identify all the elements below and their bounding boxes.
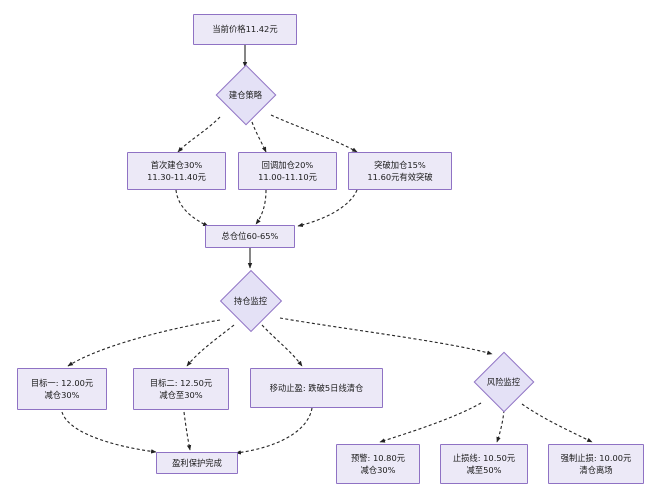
edge-entry-strategy-to-pullback-add: [251, 121, 267, 153]
node-profit-protected-label: 盈利保护完成: [172, 457, 222, 468]
node-target-two[interactable]: 目标二: 12.50元 减仓至30%: [133, 368, 229, 410]
edge-first-entry-to-total-position: [175, 189, 209, 227]
node-first-entry-line1: 首次建仓30%: [150, 159, 203, 170]
edge-risk-monitor-to-forced-stop: [521, 403, 593, 443]
node-forced-stop[interactable]: 强制止损: 10.00元 清仓离场: [548, 444, 644, 484]
node-stop-loss-line-line2: 减至50%: [466, 465, 502, 475]
node-pullback-add-line2: 11.00-11.10元: [258, 172, 317, 182]
edge-risk-monitor-to-warning-level: [379, 402, 482, 443]
node-forced-stop-line2: 清仓离场: [579, 465, 613, 475]
node-first-entry-line2: 11.30-11.40元: [147, 172, 206, 182]
node-profit-protected[interactable]: 盈利保护完成: [156, 452, 238, 474]
node-entry-strategy-label: 建仓策略: [228, 89, 263, 100]
node-risk-monitor[interactable]: 风险监控: [466, 351, 541, 413]
edge-entry-strategy-to-first-entry: [177, 116, 221, 153]
node-holding-monitor[interactable]: 持仓监控: [213, 269, 288, 333]
edge-target-one-to-profit-protected: [61, 411, 157, 454]
edge-trailing-stop-to-profit-protected: [235, 407, 313, 455]
node-target-one-line2: 减仓30%: [44, 390, 80, 400]
node-target-two-line2: 减仓至30%: [159, 390, 203, 400]
edge-holding-monitor-to-risk-monitor: [279, 317, 493, 355]
edge-breakout-add-to-total-position: [297, 189, 358, 228]
edge-pullback-add-to-total-position: [255, 189, 267, 225]
edge-entry-strategy-to-breakout-add: [270, 114, 358, 153]
node-current-price[interactable]: 当前价格11.42元: [193, 14, 297, 45]
node-risk-monitor-label: 风险监控: [486, 376, 521, 387]
node-breakout-add[interactable]: 突破加仓15% 11.60元有效突破: [348, 152, 452, 190]
node-target-two-line1: 目标二: 12.50元: [149, 377, 213, 388]
node-trailing-stop-label: 移动止盈: 跌破5日线清仓: [269, 382, 364, 393]
node-stop-loss-line-line1: 止损线: 10.50元: [452, 452, 516, 463]
node-first-entry[interactable]: 首次建仓30% 11.30-11.40元: [127, 152, 226, 190]
node-stop-loss-line[interactable]: 止损线: 10.50元 减至50%: [440, 444, 528, 484]
edge-holding-monitor-to-target-two: [186, 324, 235, 367]
node-warning-level[interactable]: 预警: 10.80元 减仓30%: [336, 444, 420, 484]
edge-holding-monitor-to-trailing-stop: [261, 324, 303, 367]
node-breakout-add-line2: 11.60元有效突破: [367, 172, 433, 182]
node-warning-level-line1: 预警: 10.80元: [350, 452, 406, 463]
node-total-position-label: 总仓位60-65%: [221, 231, 279, 242]
node-entry-strategy[interactable]: 建仓策略: [208, 64, 283, 126]
node-pullback-add[interactable]: 回调加仓20% 11.00-11.10元: [238, 152, 337, 190]
node-trailing-stop[interactable]: 移动止盈: 跌破5日线清仓: [250, 368, 383, 408]
node-holding-monitor-label: 持仓监控: [233, 295, 268, 306]
node-current-price-label: 当前价格11.42元: [212, 24, 278, 35]
node-target-one[interactable]: 目标一: 12.00元 减仓30%: [17, 368, 107, 410]
edge-target-two-to-profit-protected: [183, 411, 192, 451]
node-total-position[interactable]: 总仓位60-65%: [205, 225, 295, 248]
edge-risk-monitor-to-stop-loss-line: [496, 409, 505, 443]
edge-holding-monitor-to-target-one: [67, 319, 221, 367]
node-target-one-line1: 目标一: 12.00元: [30, 377, 94, 388]
node-pullback-add-line1: 回调加仓20%: [261, 159, 314, 170]
node-breakout-add-line1: 突破加仓15%: [374, 159, 426, 170]
node-forced-stop-line1: 强制止损: 10.00元: [560, 452, 632, 463]
node-warning-level-line2: 减仓30%: [360, 465, 396, 475]
